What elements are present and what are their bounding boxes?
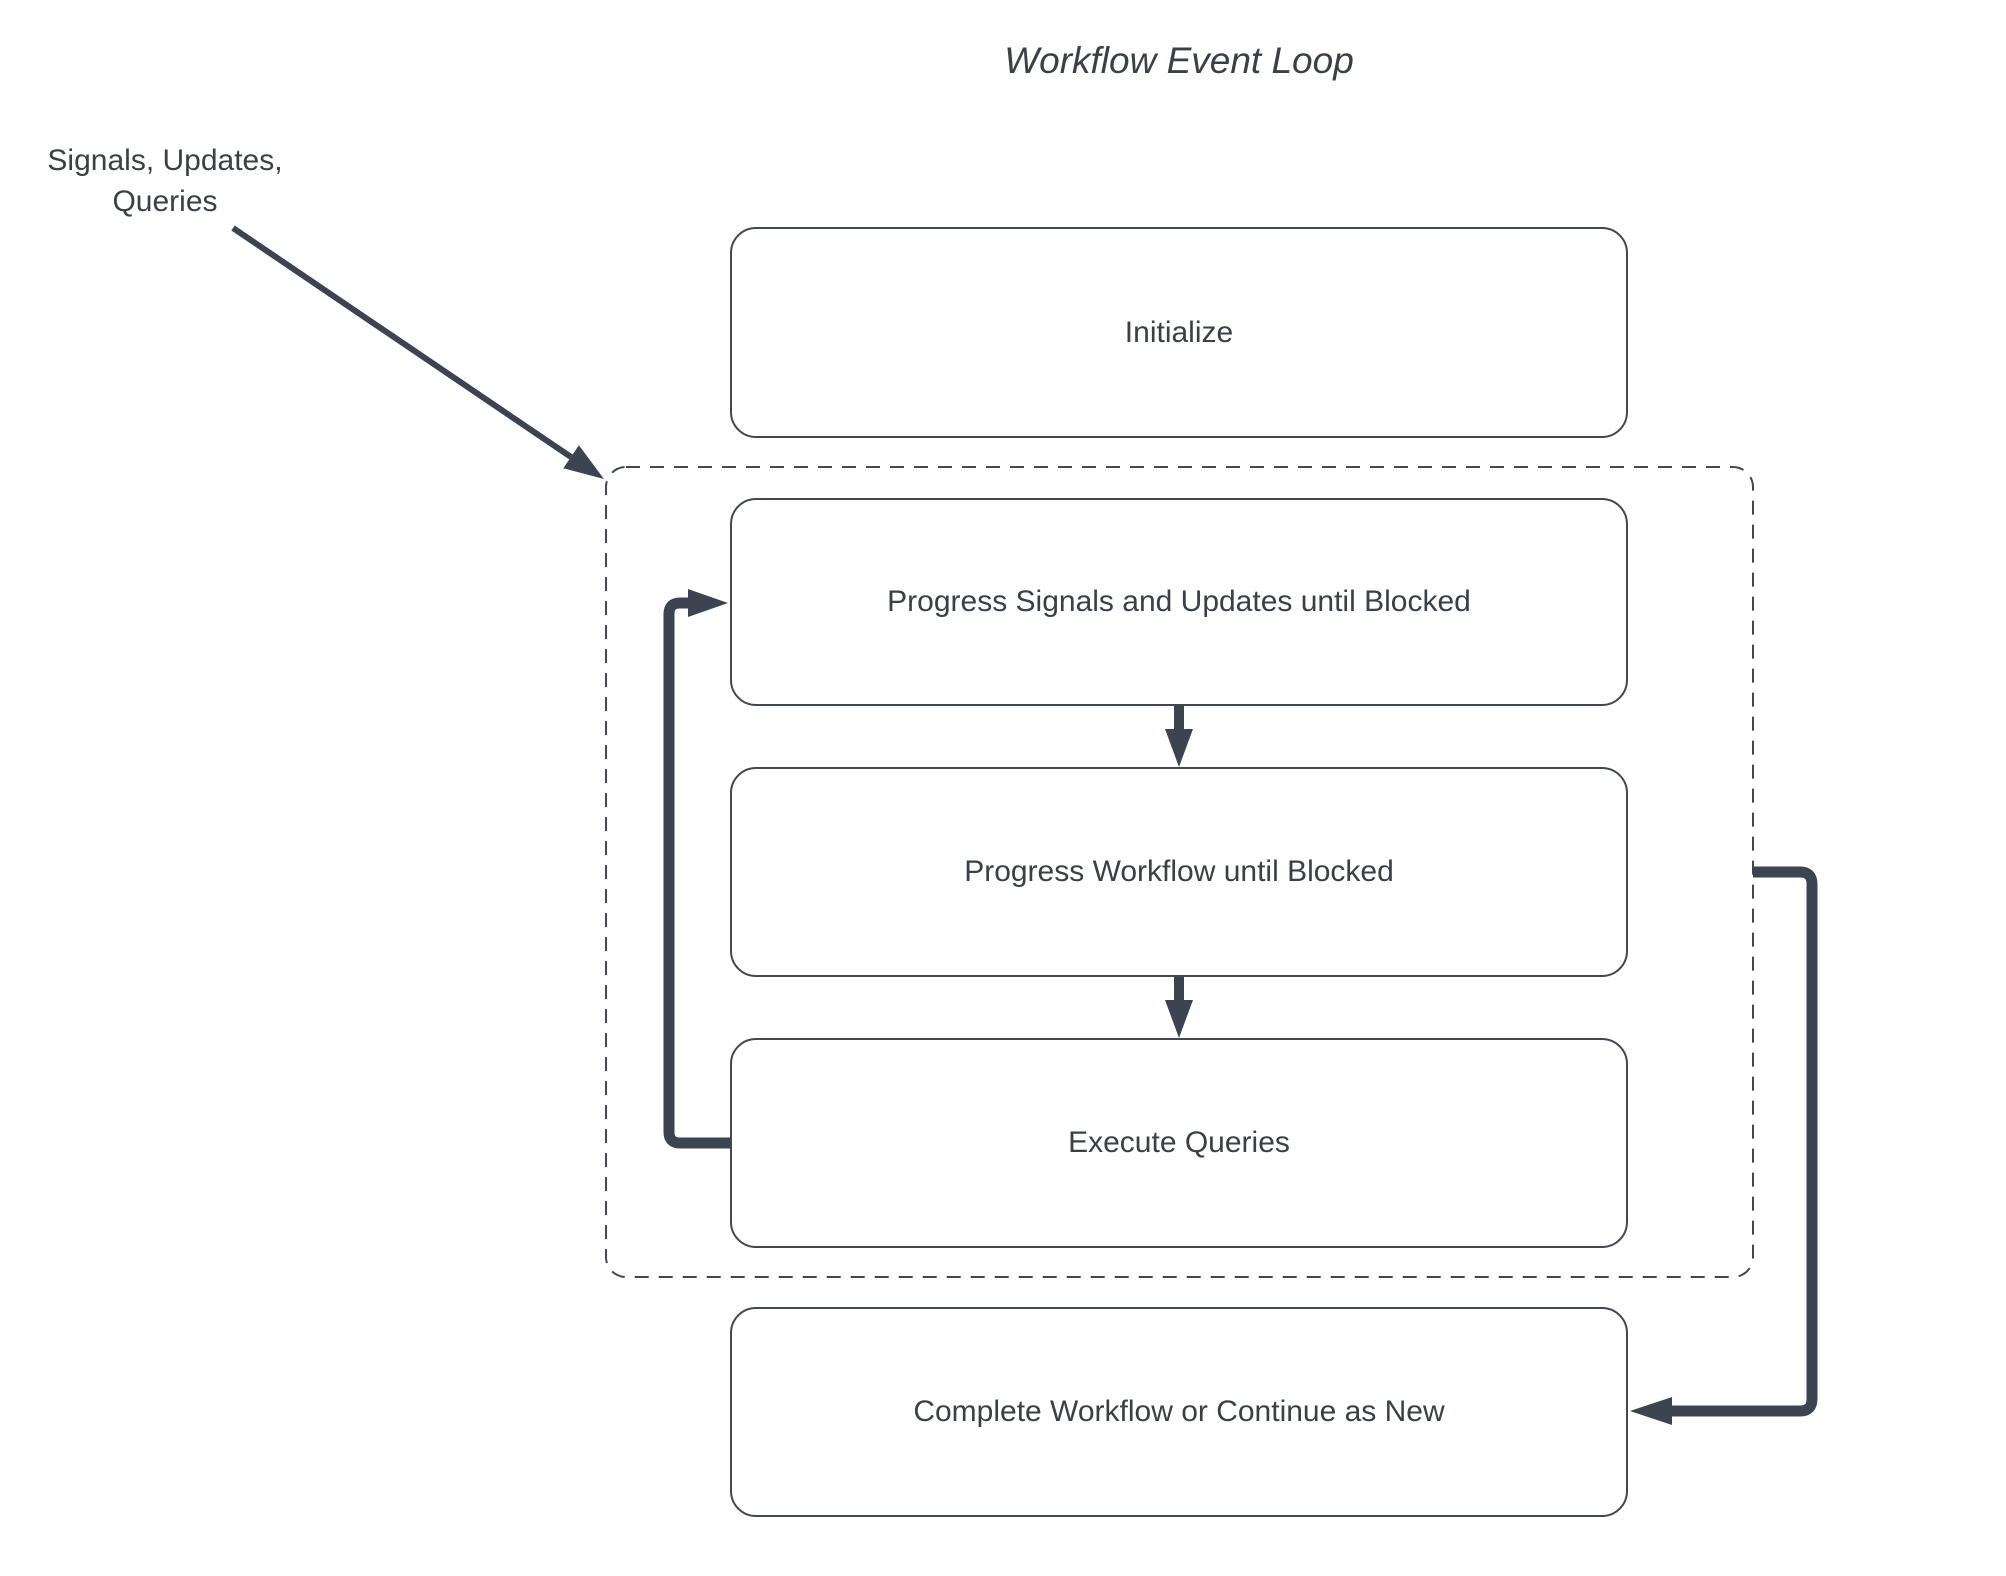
down-arrow-1-arrowhead-icon (1165, 729, 1193, 767)
down-arrow-2-arrowhead-icon (1165, 1000, 1193, 1038)
node-complete-workflow: Complete Workflow or Continue as New (730, 1307, 1628, 1517)
node-initialize: Initialize (730, 227, 1628, 438)
exit-arrowhead-icon (1630, 1397, 1672, 1425)
diagram-title: Workflow Event Loop (1004, 40, 1354, 81)
exit-arrow-line (1672, 866, 1818, 1417)
node-progress-workflow: Progress Workflow until Blocked (730, 767, 1628, 977)
signals-annotation: Signals, Updates, Queries (15, 140, 315, 222)
signals-input-arrowhead-icon (563, 445, 604, 479)
signals-input-arrow-line (231, 225, 573, 460)
node-progress-signals-updates: Progress Signals and Updates until Block… (730, 498, 1628, 706)
feedback-loop-line (663, 597, 730, 1149)
signals-annotation-line1: Signals, Updates, (47, 144, 283, 177)
feedback-loop-arrowhead-icon (688, 589, 728, 617)
signals-annotation-line2: Queries (112, 185, 218, 218)
node-execute-queries: Execute Queries (730, 1038, 1628, 1248)
